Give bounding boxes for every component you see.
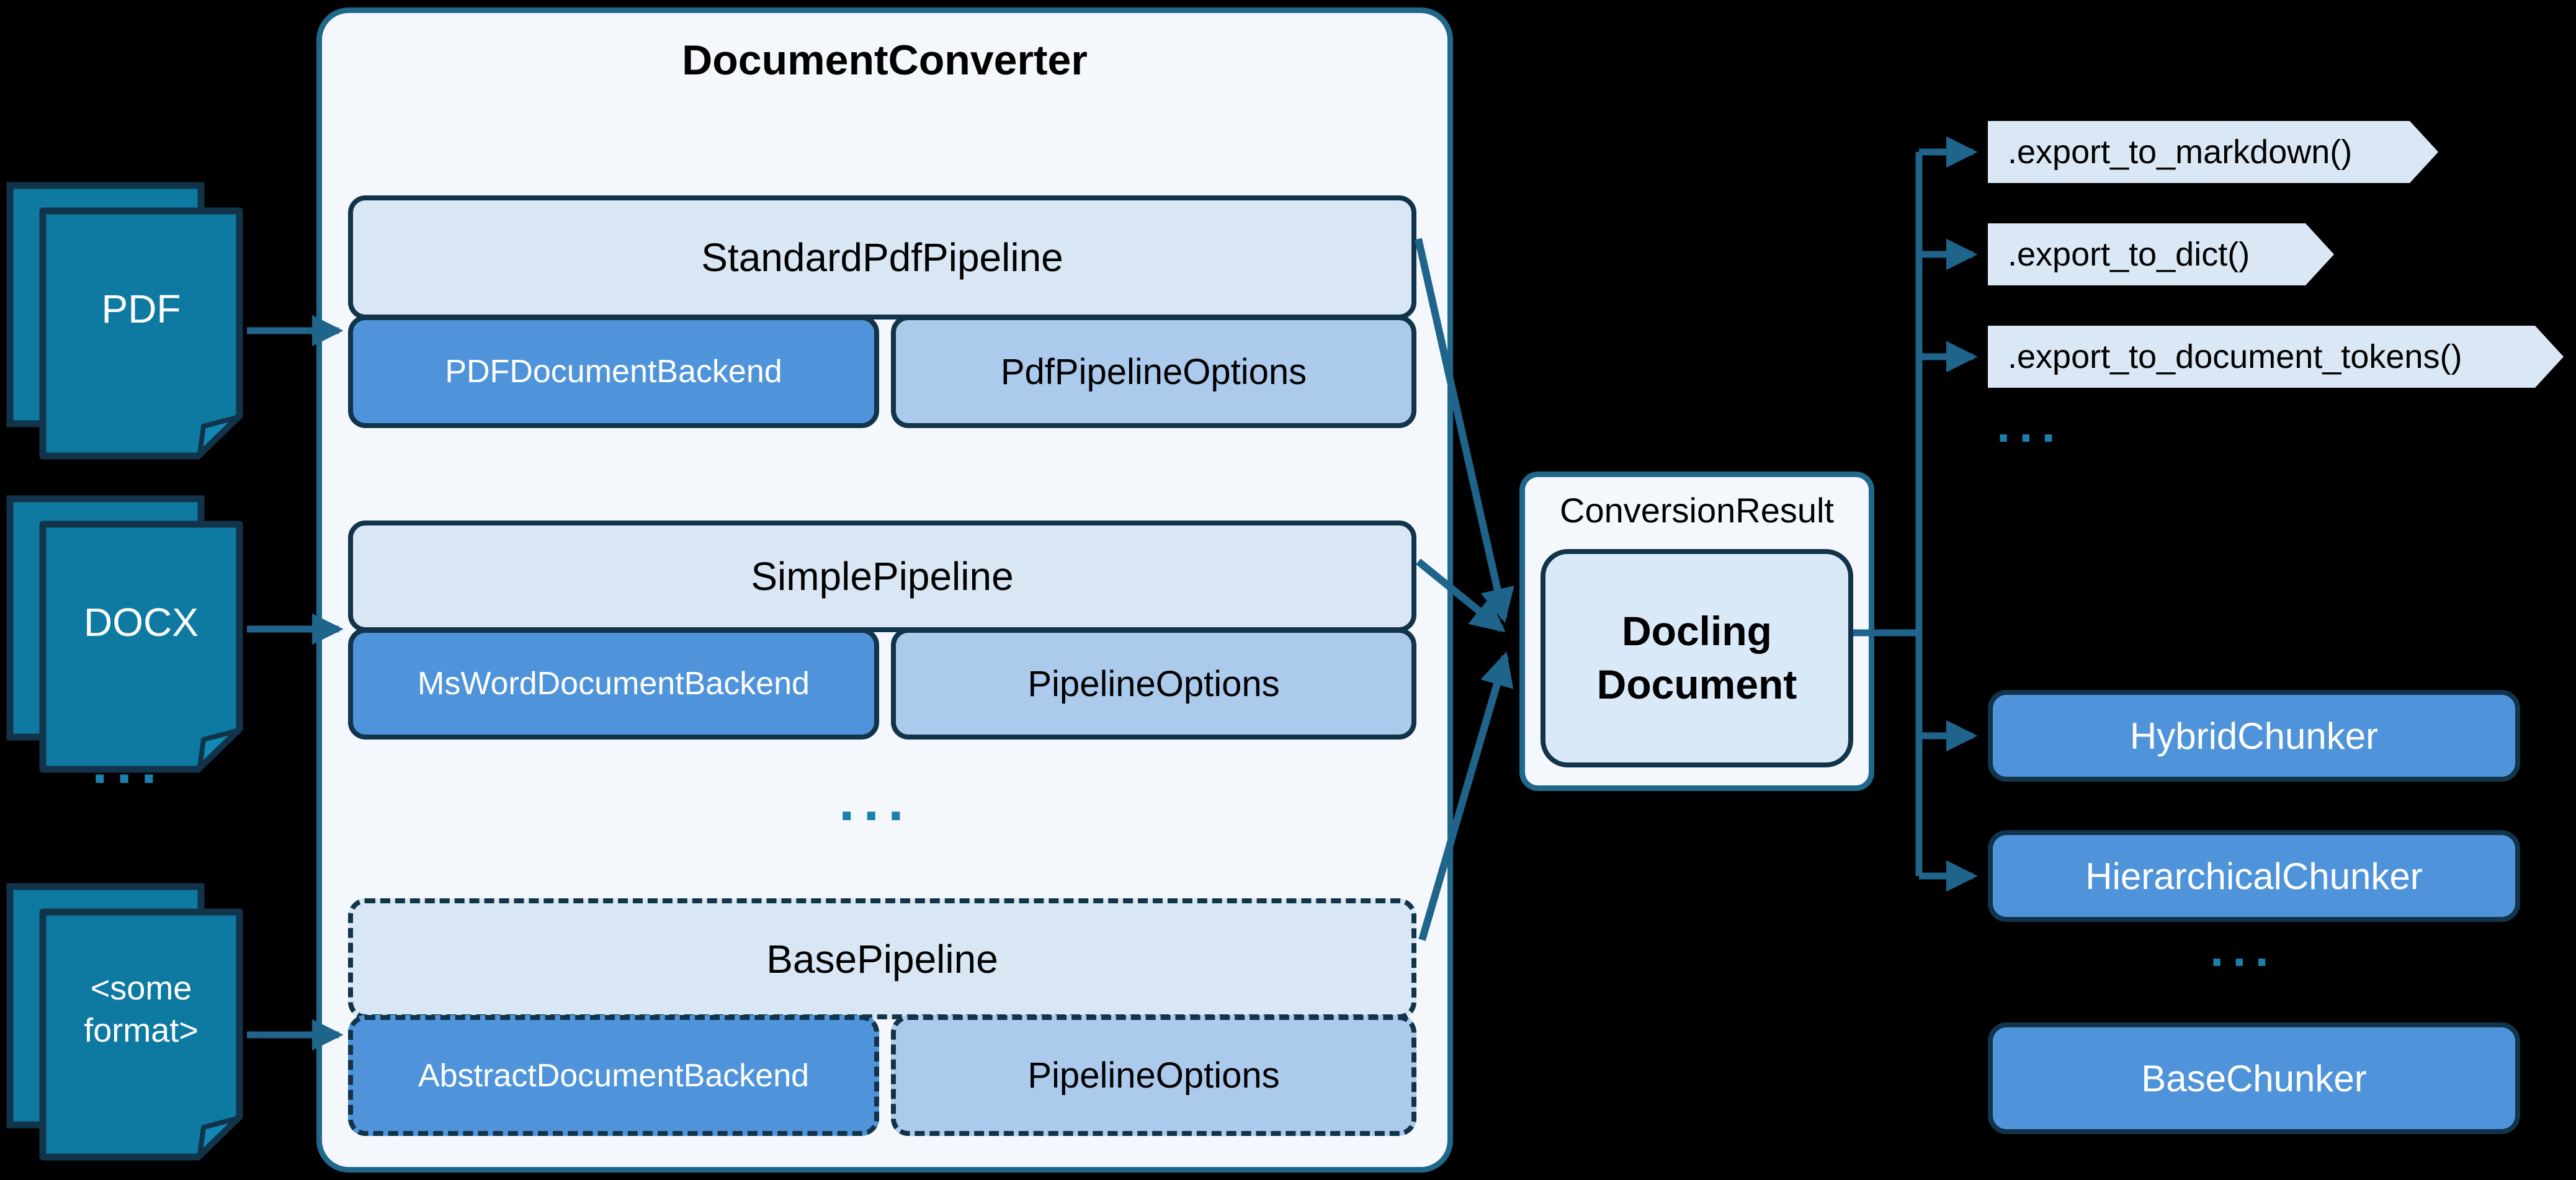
pipeline-simple-label: SimplePipeline bbox=[751, 554, 1014, 599]
export-to-markdown-tag: .export_to_markdown() bbox=[1988, 121, 2438, 183]
pipeline-simple: SimplePipeline bbox=[348, 521, 1416, 632]
export-to-dict-label: .export_to_dict() bbox=[2008, 236, 2250, 273]
document-converter-title: DocumentConverter bbox=[682, 37, 1088, 84]
document-pages-icon bbox=[6, 182, 243, 460]
docx-input: DOCX bbox=[6, 495, 243, 773]
simple-pipeline-options-box: PipelineOptions bbox=[891, 628, 1416, 740]
msword-document-backend-box: MsWordDocumentBackend bbox=[348, 628, 879, 740]
export-to-dict-tag: .export_to_dict() bbox=[1988, 223, 2334, 285]
hybrid-chunker-label: HybridChunker bbox=[2129, 715, 2379, 757]
msword-document-backend-label: MsWordDocumentBackend bbox=[418, 666, 810, 702]
pipeline-standard-pdf: StandardPdfPipeline bbox=[348, 195, 1416, 320]
simple-pipeline-options-label: PipelineOptions bbox=[1027, 663, 1280, 704]
export-to-markdown-label: .export_to_markdown() bbox=[2008, 133, 2353, 171]
pipeline-base-label: BasePipeline bbox=[766, 936, 998, 981]
exports-ellipsis: ... bbox=[1997, 397, 2064, 452]
converter-ellipsis: ... bbox=[839, 769, 913, 833]
base-chunker-label: BaseChunker bbox=[2141, 1057, 2367, 1099]
pdf-input: PDF bbox=[6, 182, 243, 460]
some-format-input: <some format> bbox=[6, 883, 243, 1161]
base-pipeline-options-label: PipelineOptions bbox=[1027, 1055, 1280, 1096]
hierarchical-chunker-box: HierarchicalChunker bbox=[1988, 830, 2520, 922]
pdf-input-label: PDF bbox=[101, 286, 181, 331]
pdf-document-backend-label: PDFDocumentBackend bbox=[445, 354, 782, 390]
export-to-document-tokens-label: .export_to_document_tokens() bbox=[2008, 338, 2462, 375]
abstract-document-backend-box: AbstractDocumentBackend bbox=[348, 1015, 879, 1136]
pipeline-standard-pdf-label: StandardPdfPipeline bbox=[701, 235, 1063, 280]
abstract-document-backend-label: AbstractDocumentBackend bbox=[418, 1057, 810, 1094]
base-pipeline-options-box: PipelineOptions bbox=[891, 1015, 1416, 1136]
document-pages-icon bbox=[6, 495, 243, 773]
base-chunker-box: BaseChunker bbox=[1988, 1022, 2520, 1134]
docx-input-label: DOCX bbox=[84, 599, 199, 645]
pipeline-base: BasePipeline bbox=[348, 898, 1416, 1019]
pdf-pipeline-options-label: PdfPipelineOptions bbox=[1000, 351, 1307, 392]
docling-document-label: Docling Document bbox=[1596, 608, 1797, 707]
docling-document-box: Docling Document bbox=[1541, 549, 1853, 767]
document-pages-icon bbox=[6, 883, 243, 1161]
hybrid-chunker-box: HybridChunker bbox=[1988, 690, 2520, 782]
chunkers-ellipsis: ... bbox=[2210, 921, 2278, 977]
pdf-document-backend-box: PDFDocumentBackend bbox=[348, 315, 879, 428]
hierarchical-chunker-label: HierarchicalChunker bbox=[2085, 855, 2423, 897]
export-to-document-tokens-tag: .export_to_document_tokens() bbox=[1988, 326, 2564, 388]
conversion-result-label: ConversionResult bbox=[1560, 491, 1834, 530]
inputs-ellipsis: ... bbox=[92, 732, 166, 795]
some-format-input-label: <some format> bbox=[84, 970, 199, 1049]
pdf-pipeline-options-box: PdfPipelineOptions bbox=[891, 315, 1416, 428]
